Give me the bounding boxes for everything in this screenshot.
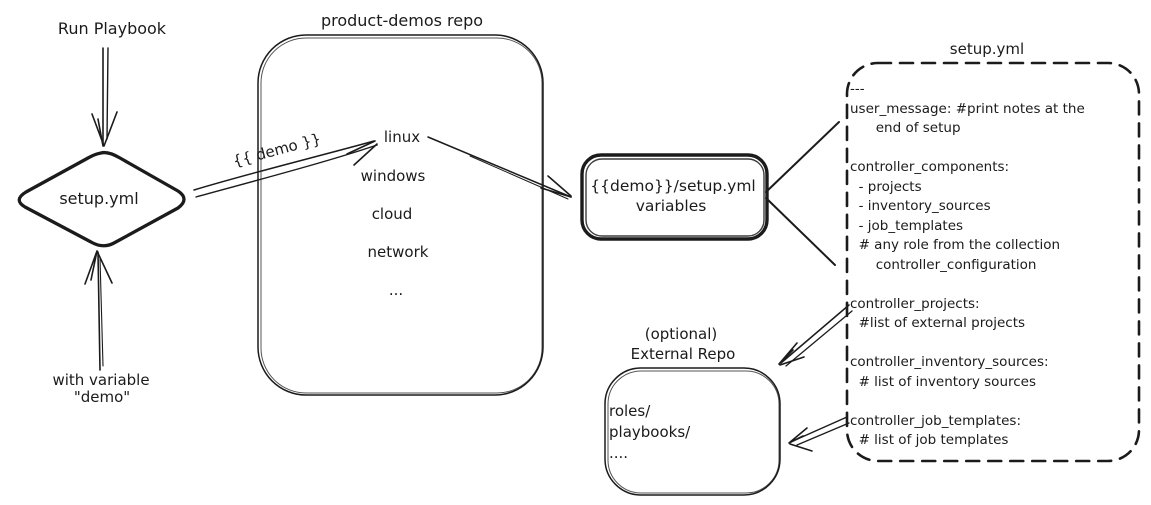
code-line: controller_configuration [850,256,1037,273]
code-line: - inventory_sources [850,198,991,214]
demo-variable-label: "demo" [73,388,131,406]
variables-box-line1: {{demo}}/setup.yml [590,177,756,195]
external-repo-item: roles/ [609,402,651,420]
variables-box-line2: variables [635,197,707,215]
code-line: user_message: #print notes at the [850,100,1085,117]
with-variable-arrow [84,250,113,371]
code-line: # list of job templates [850,432,1009,448]
projects-arrow [778,304,853,367]
setup-yml-code-block: --- user_message: #print notes at the en… [850,80,1085,451]
code-line: - projects [850,178,922,195]
code-line: #list of external projects [850,315,1026,331]
repo-item-network: network [367,243,429,261]
run-playbook-arrow [91,47,118,147]
with-variable-label: with variable [52,371,150,389]
run-playbook-label: Run Playbook [57,19,167,38]
variables-box-outline [580,153,769,241]
code-line [850,392,1085,412]
external-repo-item: playbooks/ [609,423,691,441]
code-line: end of setup [850,120,961,136]
repo-title: product-demos repo [320,11,484,30]
repo-item-cloud: cloud [371,205,413,223]
setup-diamond [17,150,186,248]
code-line: --- [850,81,865,97]
external-repo-items: roles/ playbooks/ .... [609,401,690,464]
repo-item-linux: linux [383,128,421,146]
code-line: controller_job_templates: [850,412,1022,429]
job-templates-arrow [788,416,850,452]
external-repo-optional-label: (optional) [644,325,718,343]
linux-to-variables-arrow [427,136,572,200]
code-line [850,275,1085,295]
code-line [850,334,1085,354]
repo-box-outline [257,34,544,396]
fan-line-upper [765,121,840,193]
demo-arrow [193,140,378,198]
code-line: controller_inventory_sources: [850,354,1049,370]
code-line: controller_projects: [850,295,980,312]
fan-line-lower [765,197,836,266]
setup-yml-dashed-box [845,61,1141,463]
diamond-label: setup.yml [59,189,139,208]
setup-yml-title: setup.yml [949,40,1025,58]
code-line [850,139,1085,159]
code-line: controller_components: [850,159,1010,175]
external-repo-item: .... [609,444,629,462]
external-repo-title: External Repo [630,345,736,363]
code-line: - job_templates [850,217,964,234]
code-line: # any role from the collection [850,237,1061,253]
repo-item-windows: windows [360,167,426,185]
external-repo-box-outline [604,367,781,496]
code-line: # list of inventory sources [850,373,1037,390]
repo-item-ellipsis: ... [388,281,404,299]
